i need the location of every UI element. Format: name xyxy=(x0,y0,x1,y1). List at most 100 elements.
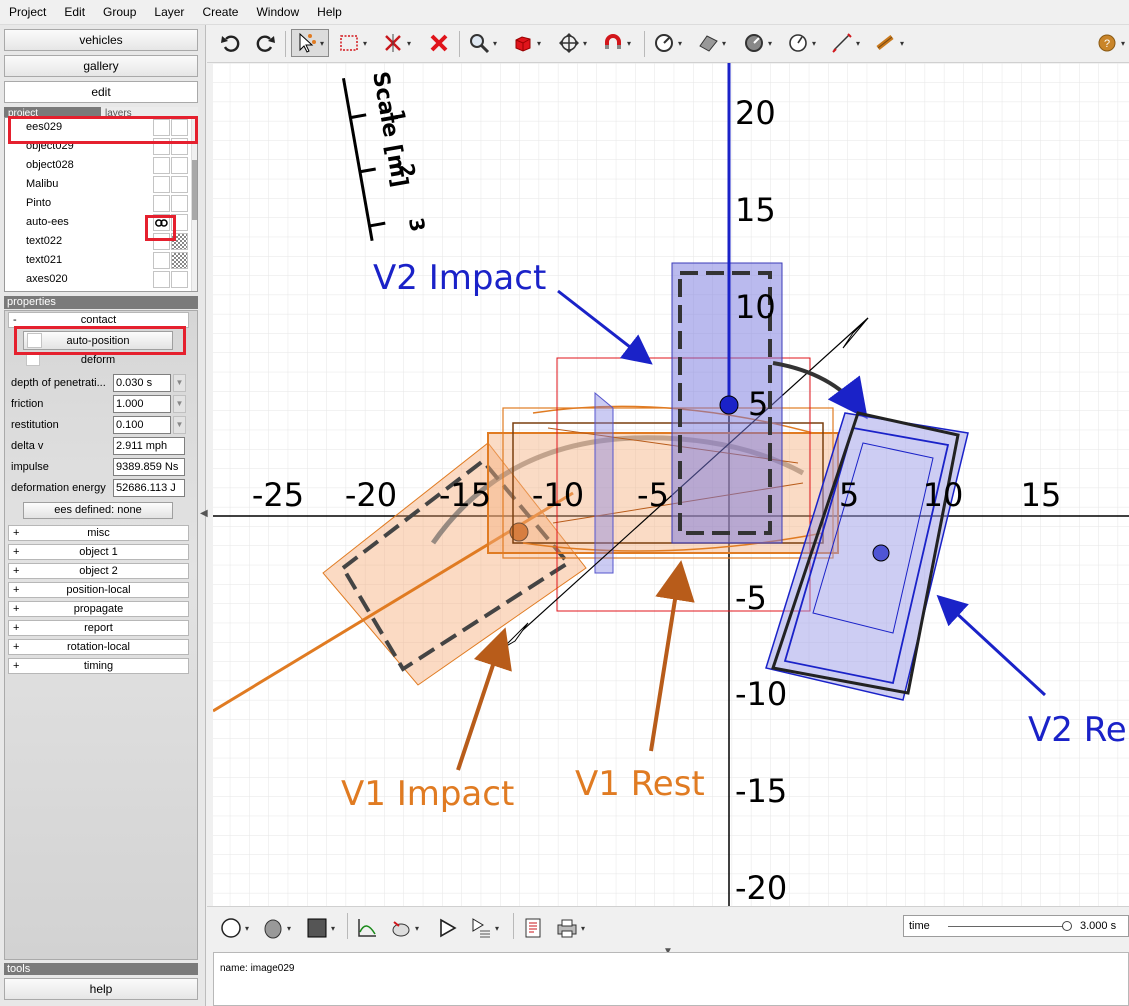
list-item-text022[interactable]: text022 xyxy=(5,232,191,251)
help-button[interactable]: help xyxy=(4,978,198,1000)
list-item-object028[interactable]: object028 xyxy=(5,156,191,175)
group-report[interactable]: +report xyxy=(8,620,189,636)
tape-button[interactable]: ▾ xyxy=(872,29,908,57)
menu-edit[interactable]: Edit xyxy=(64,4,86,19)
list-item-pinto[interactable]: Pinto xyxy=(5,194,191,213)
speed-dial-button[interactable]: ▾ xyxy=(784,29,820,57)
prop-value-input[interactable]: 0.100 xyxy=(113,416,171,434)
visibility-checkbox[interactable] xyxy=(153,176,170,193)
list-scrollbar[interactable] xyxy=(191,118,197,291)
spin-arrow-icon[interactable]: ▼ xyxy=(173,416,186,434)
rect-select-button[interactable]: ▾ xyxy=(335,29,371,57)
dial-fill-button[interactable]: ▾ xyxy=(740,29,776,57)
vehicles-button[interactable]: vehicles xyxy=(4,29,198,51)
panel-collapse-arrow-icon[interactable]: ◀ xyxy=(200,508,208,519)
group-misc[interactable]: +misc xyxy=(8,525,189,541)
menu-help[interactable]: Help xyxy=(317,4,342,19)
group-object-1[interactable]: +object 1 xyxy=(8,544,189,560)
link-icon[interactable] xyxy=(153,214,170,231)
lock-checkbox[interactable] xyxy=(171,138,188,155)
menu-project[interactable]: Project xyxy=(9,4,47,19)
menu-create[interactable]: Create xyxy=(202,4,239,19)
gauge-button[interactable]: ▾ xyxy=(650,29,686,57)
prop-value-input[interactable]: 1.000 xyxy=(113,395,171,413)
group-label: position-local xyxy=(66,584,131,596)
time-slider[interactable]: time 3.000 s xyxy=(903,915,1129,937)
drawing-canvas[interactable]: -25 -20 -15 -10 -5 5 10 15 2 20 15 10 5 … xyxy=(213,63,1129,906)
visibility-checkbox[interactable] xyxy=(153,195,170,212)
spin-arrow-icon[interactable]: ▼ xyxy=(173,374,186,392)
list-item-auto-ees[interactable]: auto-ees xyxy=(5,213,191,232)
lock-checkbox[interactable] xyxy=(171,119,188,136)
list-item-text021[interactable]: text021 xyxy=(5,251,191,270)
shape-tool-button[interactable]: ▾ xyxy=(259,914,295,942)
delete-button[interactable] xyxy=(425,29,453,57)
ees-defined-button[interactable]: ees defined: none xyxy=(23,502,173,519)
ruler-button[interactable]: ▾ xyxy=(828,29,864,57)
checker-icon[interactable] xyxy=(171,252,188,269)
fill-color-button[interactable]: ▾ xyxy=(303,914,339,942)
visibility-checkbox[interactable] xyxy=(153,252,170,269)
deform-row[interactable]: deform xyxy=(23,352,173,369)
play-button[interactable] xyxy=(433,914,461,942)
visibility-checkbox[interactable] xyxy=(153,233,170,250)
lock-checkbox[interactable] xyxy=(171,214,188,231)
magnifier-icon xyxy=(465,29,493,57)
tab-project[interactable]: project xyxy=(4,107,101,117)
edit-button[interactable]: edit xyxy=(4,81,198,103)
select-tool-button[interactable]: ▾ xyxy=(291,29,329,57)
surface-button[interactable]: ▾ xyxy=(694,29,730,57)
list-item-malibu[interactable]: Malibu xyxy=(5,175,191,194)
list-item-axes020[interactable]: axes020 xyxy=(5,270,191,289)
lock-checkbox[interactable] xyxy=(171,195,188,212)
create-object-button[interactable]: ▾ xyxy=(509,29,545,57)
scroll-thumb[interactable] xyxy=(192,160,197,220)
move-button[interactable]: ▾ xyxy=(555,29,591,57)
x-tick: 5 xyxy=(839,476,859,514)
v2-rest-vehicle[interactable] xyxy=(765,411,969,701)
lock-checkbox[interactable] xyxy=(171,271,188,288)
visibility-checkbox[interactable] xyxy=(153,138,170,155)
expand-status-icon[interactable]: ▼ xyxy=(663,946,673,957)
visibility-checkbox[interactable] xyxy=(153,157,170,174)
print-button[interactable]: ▾ xyxy=(553,914,589,942)
report-button[interactable] xyxy=(519,914,547,942)
visibility-checkbox[interactable] xyxy=(153,119,170,136)
gallery-button[interactable]: gallery xyxy=(4,55,198,77)
checker-icon[interactable] xyxy=(171,233,188,250)
graph-button[interactable] xyxy=(353,914,381,942)
v2-impact-vehicle[interactable] xyxy=(671,63,868,544)
magnet-button[interactable]: ▾ xyxy=(599,29,635,57)
report-icon xyxy=(519,914,547,942)
visibility-checkbox[interactable] xyxy=(153,271,170,288)
group-rotation-local[interactable]: +rotation-local xyxy=(8,639,189,655)
spin-arrow-icon[interactable]: ▼ xyxy=(173,395,186,413)
help-toolbar-button[interactable]: ?▾ xyxy=(1093,29,1129,57)
slider-track[interactable] xyxy=(948,926,1068,927)
group-timing[interactable]: +timing xyxy=(8,658,189,674)
menu-layer[interactable]: Layer xyxy=(154,4,185,19)
group-propagate[interactable]: +propagate xyxy=(8,601,189,617)
group-object-2[interactable]: +object 2 xyxy=(8,563,189,579)
group-contact[interactable]: - contact xyxy=(8,312,189,328)
redo-button[interactable] xyxy=(251,29,279,57)
zoom-button[interactable]: ▾ xyxy=(465,29,501,57)
menu-window[interactable]: Window xyxy=(256,4,300,19)
undo-button[interactable] xyxy=(217,29,245,57)
delete-vertex-button[interactable]: ▾ xyxy=(379,29,415,57)
auto-position-button[interactable]: auto-position xyxy=(23,331,173,350)
lock-checkbox[interactable] xyxy=(171,157,188,174)
menu-group[interactable]: Group xyxy=(103,4,137,19)
animate-button[interactable]: ▾ xyxy=(387,914,423,942)
list-item-object029[interactable]: object029 xyxy=(5,137,191,156)
slider-handle[interactable] xyxy=(1062,921,1072,931)
circle-tool-button[interactable]: ▾ xyxy=(217,914,253,942)
lock-checkbox[interactable] xyxy=(171,176,188,193)
group-position-local[interactable]: +position-local xyxy=(8,582,189,598)
y-tick: -10 xyxy=(735,675,787,713)
list-item-ees029[interactable]: ees029 xyxy=(5,118,191,137)
tab-layers[interactable]: layers xyxy=(101,107,198,117)
play-list-button[interactable]: ▾ xyxy=(467,914,503,942)
auto-position-checkbox[interactable] xyxy=(27,333,42,348)
prop-value-input[interactable]: 0.030 s xyxy=(113,374,171,392)
